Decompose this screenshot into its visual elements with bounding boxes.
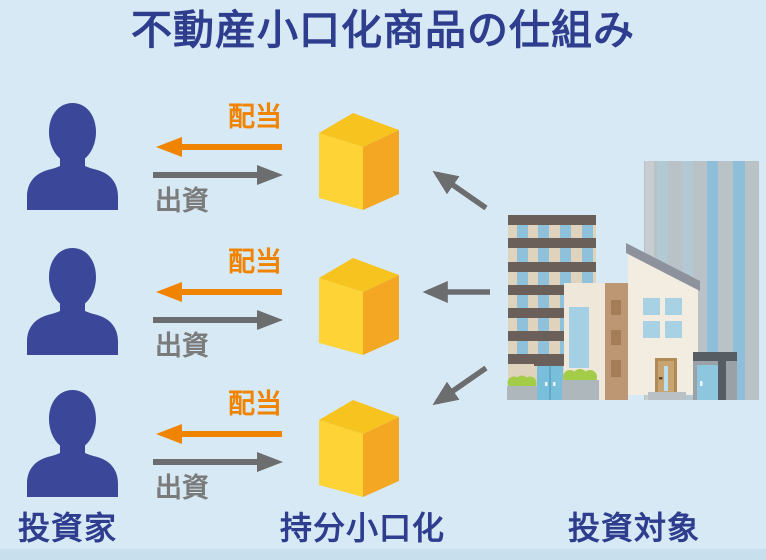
- footer-label-fractionalized: 持分小口化: [280, 510, 446, 546]
- dividend-label: 配当: [228, 389, 282, 419]
- investment-label: 出資: [155, 331, 209, 361]
- dividend-arrow-icon: [156, 424, 282, 444]
- dividend-arrow-icon: [156, 137, 282, 157]
- investment-arrow-icon: [153, 452, 283, 472]
- fractional-share-cube-icon: [319, 400, 399, 497]
- transfer-arrows: [422, 170, 490, 406]
- office-building-icon: [508, 215, 596, 400]
- investor-row: 配当 出資: [0, 102, 420, 216]
- planter-icon: [507, 375, 537, 400]
- investor-row: 配当 出資: [0, 247, 420, 361]
- dividend-label: 配当: [228, 247, 282, 277]
- fractional-share-cube-icon: [319, 258, 399, 355]
- investor-person-icon: [27, 390, 118, 497]
- building-to-cube-arrow-icon: [432, 365, 488, 406]
- fractional-share-cube-icon: [319, 113, 399, 210]
- shop-icon: [693, 352, 737, 400]
- brown-building-icon: [605, 283, 628, 400]
- diagram-title: 不動産小口化商品の仕組み: [131, 7, 635, 53]
- investment-arrow-icon: [153, 165, 283, 185]
- building-to-cube-arrow-icon: [432, 170, 488, 211]
- house-icon: [626, 243, 700, 400]
- dividend-label: 配当: [228, 102, 282, 132]
- investment-label: 出資: [155, 186, 209, 216]
- planter-icon: [562, 369, 599, 400]
- investment-label: 出資: [155, 473, 209, 503]
- footer-strip: [0, 549, 766, 560]
- investment-arrow-icon: [153, 310, 283, 330]
- investor-person-icon: [27, 248, 118, 355]
- investor-row: 配当 出資: [0, 389, 420, 503]
- dividend-arrow-icon: [156, 282, 282, 302]
- investor-person-icon: [27, 103, 118, 210]
- footer-label-investment-target: 投資対象: [568, 510, 701, 546]
- buildings-illustration: [507, 161, 759, 400]
- footer-label-investors: 投資家: [18, 510, 118, 546]
